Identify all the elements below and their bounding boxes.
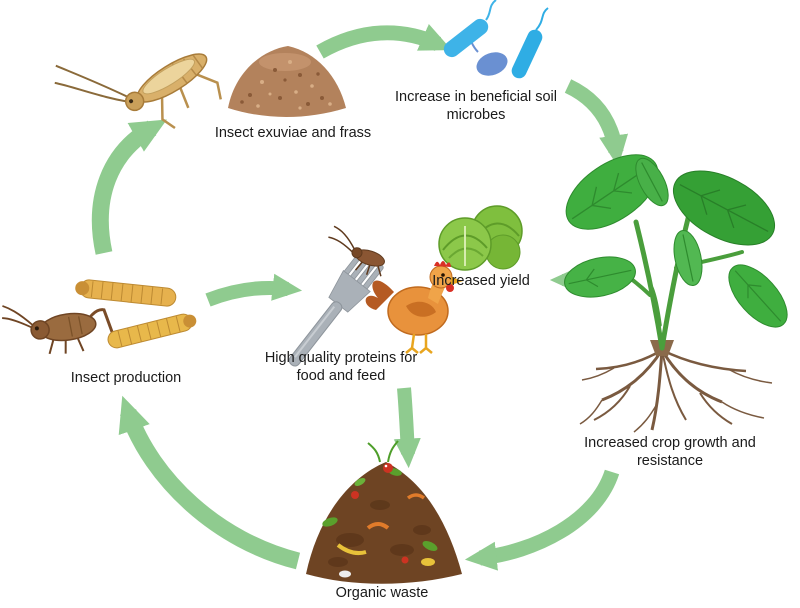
arrow-exuviae-to-microbes xyxy=(316,24,452,59)
arrow-waste-to-production xyxy=(118,395,301,570)
mealworm-illustration xyxy=(75,279,177,307)
cabbage-illustration xyxy=(438,205,523,271)
insect-on-fork-illustration xyxy=(328,225,385,277)
compost-pile-illustration xyxy=(306,440,462,584)
arrow-microbes-to-crop xyxy=(564,79,629,168)
arrow-production-to-exuviae xyxy=(91,119,167,255)
cycle-arrows xyxy=(91,24,629,571)
frass-pile-illustration xyxy=(228,46,346,117)
adult-insect-illustration xyxy=(54,53,222,130)
label-high-quality-proteins: High quality proteins for food and feed xyxy=(264,350,418,385)
label-insect-exuviae-and-frass: Insect exuviae and frass xyxy=(214,125,372,141)
mealworm-illustration xyxy=(107,313,197,349)
arrow-production-to-proteins xyxy=(205,273,303,307)
label-organic-waste: Organic waste xyxy=(335,585,429,601)
insect-production-illustration xyxy=(2,279,197,355)
crop-plant-illustration xyxy=(564,154,788,433)
label-increased-crop-growth: Increased crop growth and resistance xyxy=(584,435,756,470)
label-insect-production: Insect production xyxy=(70,370,182,386)
label-increased-yield: Increased yield xyxy=(432,273,530,289)
arrow-crop-to-waste xyxy=(464,469,620,571)
label-increase-in-beneficial-soil-microbes: Increase in beneficial soil microbes xyxy=(394,89,557,124)
chicken-illustration xyxy=(365,261,463,354)
soil-microbes-illustration xyxy=(443,0,549,79)
cricket-illustration xyxy=(2,305,116,355)
arrow-proteins-to-waste xyxy=(393,387,421,469)
